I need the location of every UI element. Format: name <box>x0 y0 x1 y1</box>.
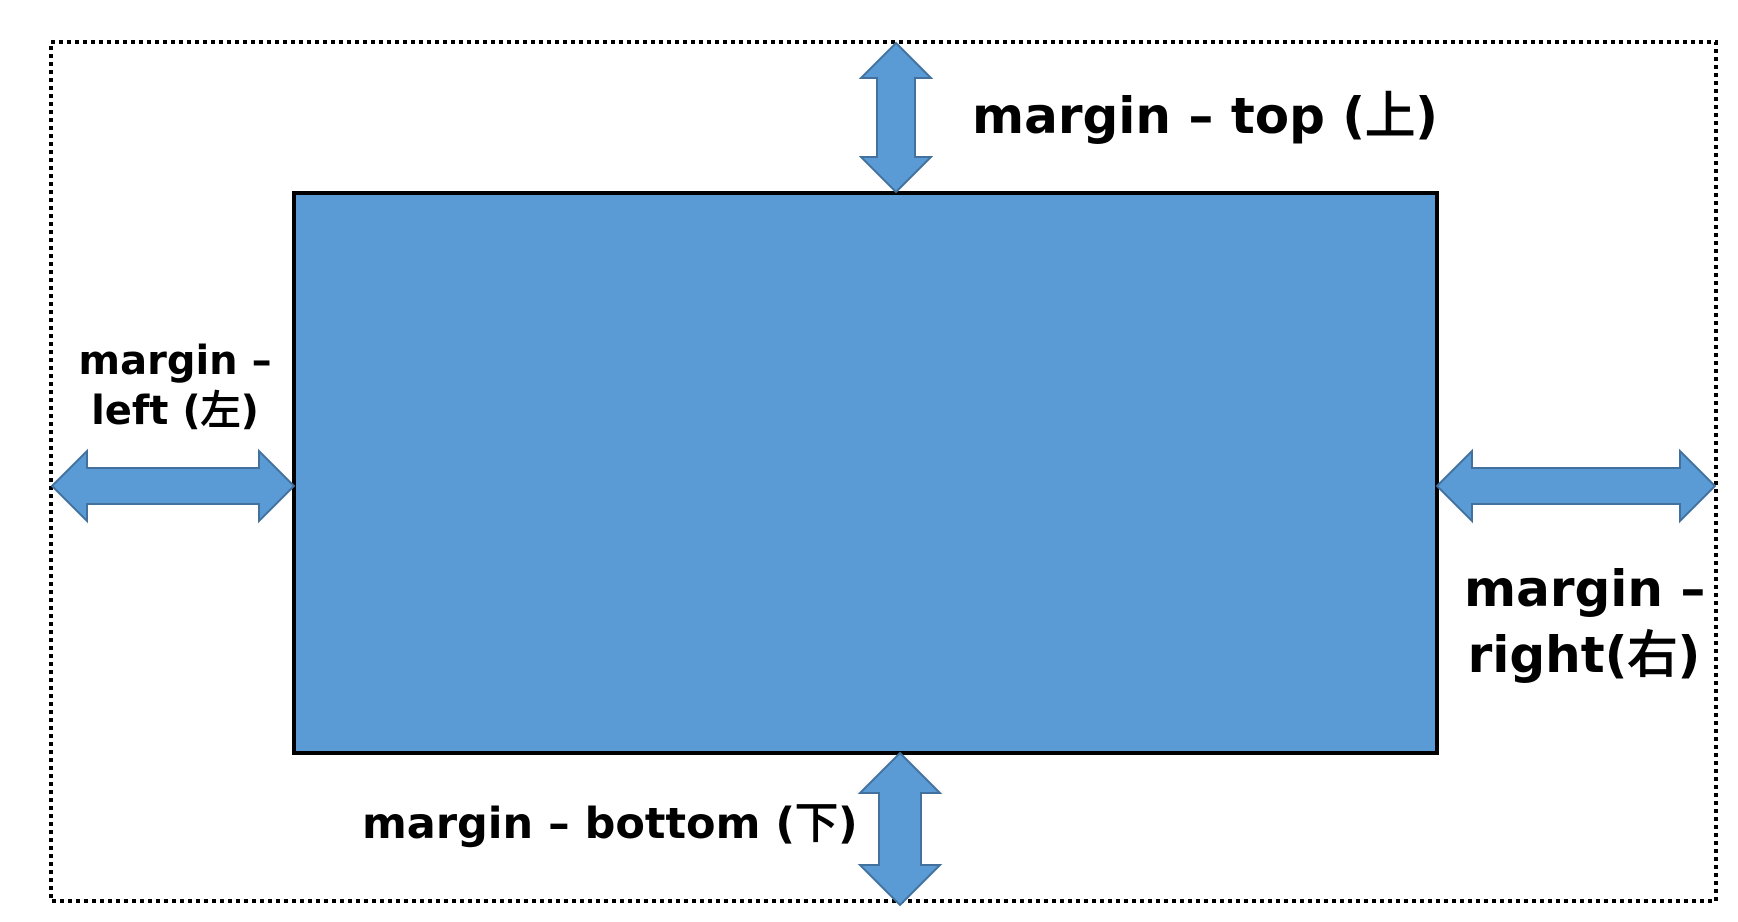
margin-right-label-line1: margin – <box>1464 560 1706 618</box>
margin-left-label: margin – left (左) <box>60 336 290 436</box>
margin-right-arrow <box>1435 448 1717 524</box>
margin-top-label: margin – top (上) <box>972 87 1438 145</box>
margin-left-label-line1: margin – <box>78 338 272 384</box>
margin-left-arrow <box>50 448 296 524</box>
margin-right-label-line2: right(右) <box>1467 626 1701 684</box>
content-box <box>292 191 1439 755</box>
margin-bottom-arrow <box>857 751 943 907</box>
outer-container-dotted-border <box>49 40 1718 903</box>
margin-top-arrow <box>858 41 934 194</box>
margin-bottom-label: margin – bottom (下) <box>362 799 858 849</box>
margin-right-label: margin – right(右) <box>1464 556 1706 688</box>
margin-left-label-line2: left (左) <box>91 388 259 434</box>
